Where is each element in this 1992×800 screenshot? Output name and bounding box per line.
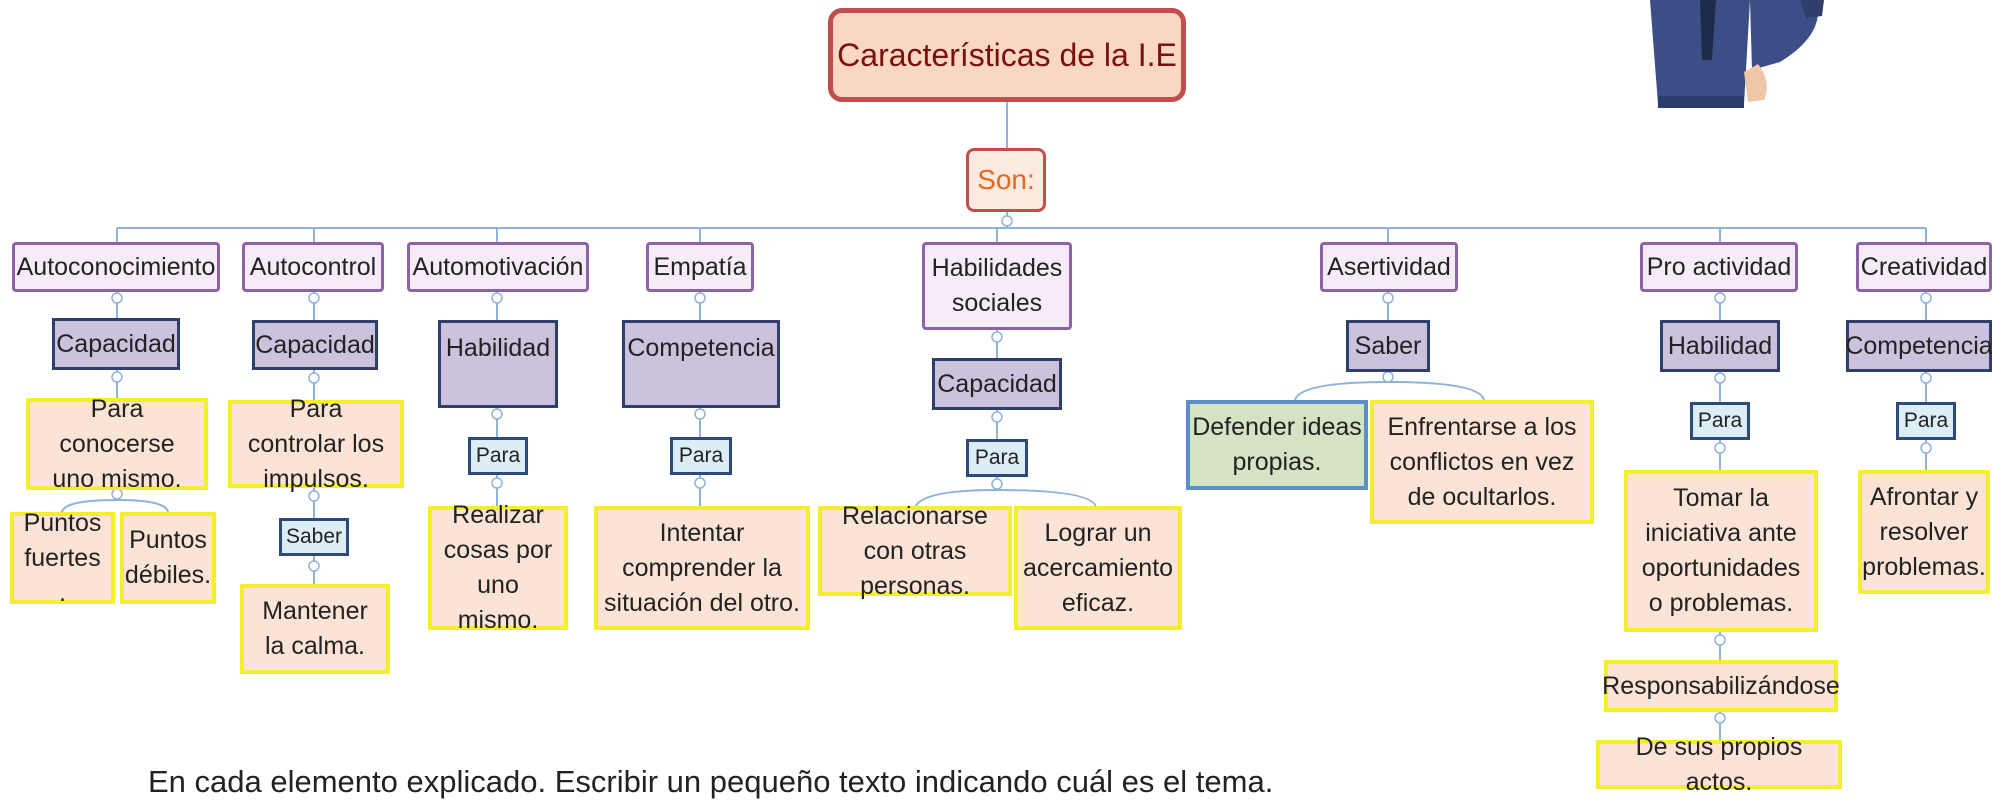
category-pro-actividad: Pro actividad [1640,242,1798,292]
result-node: Afrontar y resolver problemas. [1858,470,1990,594]
result-node: Realizar cosas por uno mismo. [428,501,568,634]
collapse-toggle[interactable] [308,292,320,304]
link-node: Para [1896,402,1956,440]
link-node: Para [966,439,1028,477]
collapse-toggle[interactable] [1714,442,1726,454]
collapse-toggle[interactable] [1920,442,1932,454]
category-autoconocimiento: Autoconocimiento [12,242,220,292]
son-connector: Son: [966,148,1046,212]
collapse-toggle[interactable] [1714,712,1726,724]
collapse-toggle[interactable] [1714,292,1726,304]
collapse-toggle[interactable] [991,331,1003,343]
collapse-toggle[interactable] [1382,371,1394,383]
collapse-toggle[interactable] [491,292,503,304]
type-node: Competencia [622,320,780,408]
collapse-toggle[interactable] [308,372,320,384]
type-node: Capacidad [252,320,378,370]
link-node: Responsabilizándose [1602,660,1840,712]
collapse-toggle[interactable] [491,477,503,489]
type-node: Competencia [1845,320,1992,372]
category-automotivacion: Automotivación [407,242,589,292]
purpose-node: Para controlar los impulsos. [228,395,404,493]
person-illustration [1650,0,1824,108]
type-node: Habilidad [1660,320,1780,372]
map-title: Características de la I.E [828,8,1186,102]
connector-line [996,489,1097,509]
category-empatia: Empatía [646,242,754,292]
collapse-toggle[interactable] [111,371,123,383]
result-node: De sus propios actos. [1596,733,1842,796]
result-node: Enfrentarse a los conflictos en vez de o… [1370,400,1594,524]
result-node: Mantener la calma. [240,584,390,674]
type-node: Saber [1346,320,1430,372]
collapse-toggle[interactable] [1920,372,1932,384]
link-node: Para [1690,402,1750,440]
category-creatividad: Creatividad [1856,242,1992,292]
link-node: Para [670,437,732,475]
link-node: Para [468,437,528,475]
collapse-toggle[interactable] [491,408,503,420]
purpose-node: Para conocerse uno mismo. [26,395,208,493]
category-asertividad: Asertividad [1320,242,1458,292]
result-node: Defender ideas propias. [1186,400,1368,490]
link-node: Saber [279,518,349,556]
type-node: Habilidad [438,320,558,408]
footer-text: En cada elemento explicado. Escribir un … [148,764,1274,799]
type-node: Capacidad [932,358,1062,410]
result-node: Intentar comprender la situación del otr… [594,506,810,630]
collapse-toggle[interactable] [991,478,1003,490]
collapse-toggle[interactable] [694,292,706,304]
category-habilidades-sociales: Habilidades sociales [922,242,1072,330]
collapse-toggle[interactable] [308,490,320,502]
connector-line [61,499,118,515]
connector-line [914,489,998,509]
collapse-toggle[interactable] [1001,215,1013,227]
collapse-toggle[interactable] [1714,634,1726,646]
connector-line [116,499,169,515]
collapse-toggle[interactable] [1382,292,1394,304]
result-node: Tomar la iniciativa ante oportunidades o… [1624,470,1818,632]
category-autocontrol: Autocontrol [242,242,384,292]
type-node: Capacidad [52,318,180,370]
collapse-toggle[interactable] [111,292,123,304]
collapse-toggle[interactable] [1714,372,1726,384]
connector-line [1387,381,1485,401]
connector-line [1294,381,1389,401]
collapse-toggle[interactable] [694,477,706,489]
result-node: Lograr un acercamiento eficaz. [1014,506,1182,630]
weaknesses-node: Puntos débiles. [120,512,216,604]
collapse-toggle[interactable] [1920,292,1932,304]
strengths-node: Puntos fuertes . [10,509,115,607]
collapse-toggle[interactable] [694,408,706,420]
collapse-toggle[interactable] [308,560,320,572]
result-node: Relacionarse con otras personas. [818,502,1012,600]
collapse-toggle[interactable] [991,411,1003,423]
